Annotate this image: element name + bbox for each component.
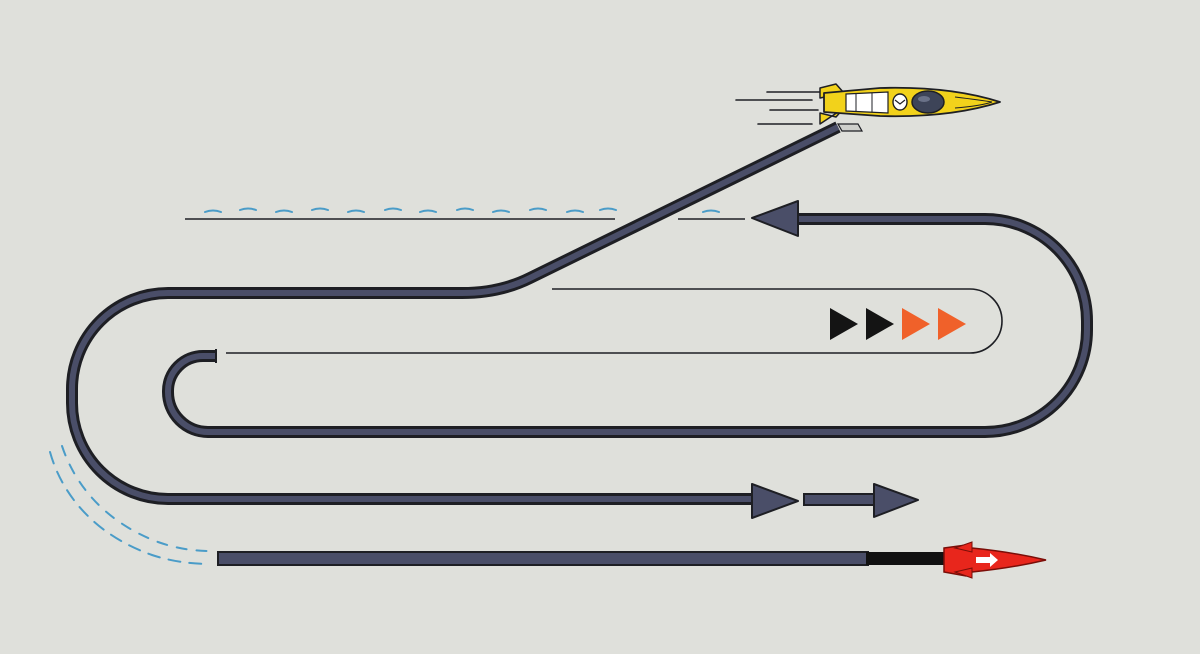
main-track [66, 121, 1093, 505]
arrowhead-right-1 [751, 483, 799, 519]
arrow-right-2-shaft [803, 493, 875, 506]
track-edge [66, 121, 1093, 505]
arrow-right-2 [803, 483, 919, 518]
water-ripples [49, 207, 720, 565]
chevron-1 [830, 308, 858, 340]
chevron-4 [938, 308, 966, 340]
guide-lines [185, 218, 1003, 354]
rocket-track [217, 551, 869, 566]
water-arc-outer [49, 451, 211, 565]
chevron-3 [902, 308, 930, 340]
arrowhead-left [751, 200, 799, 237]
arrow-right-2-head [873, 483, 919, 518]
fast-forward-chevrons-icon [830, 308, 966, 340]
track-fill [69, 124, 1090, 502]
speedboat-icon [735, 83, 1001, 132]
inner-loop-guide [226, 288, 1003, 354]
rocket-lane [217, 551, 944, 566]
water-dashes-top [204, 207, 720, 213]
chevron-2 [866, 308, 894, 340]
arrowheads [751, 200, 799, 519]
speed-lines [735, 91, 821, 125]
rocket-exhaust-band [866, 552, 944, 565]
rocket-icon [943, 541, 1047, 579]
water-arc-inner [61, 445, 211, 552]
